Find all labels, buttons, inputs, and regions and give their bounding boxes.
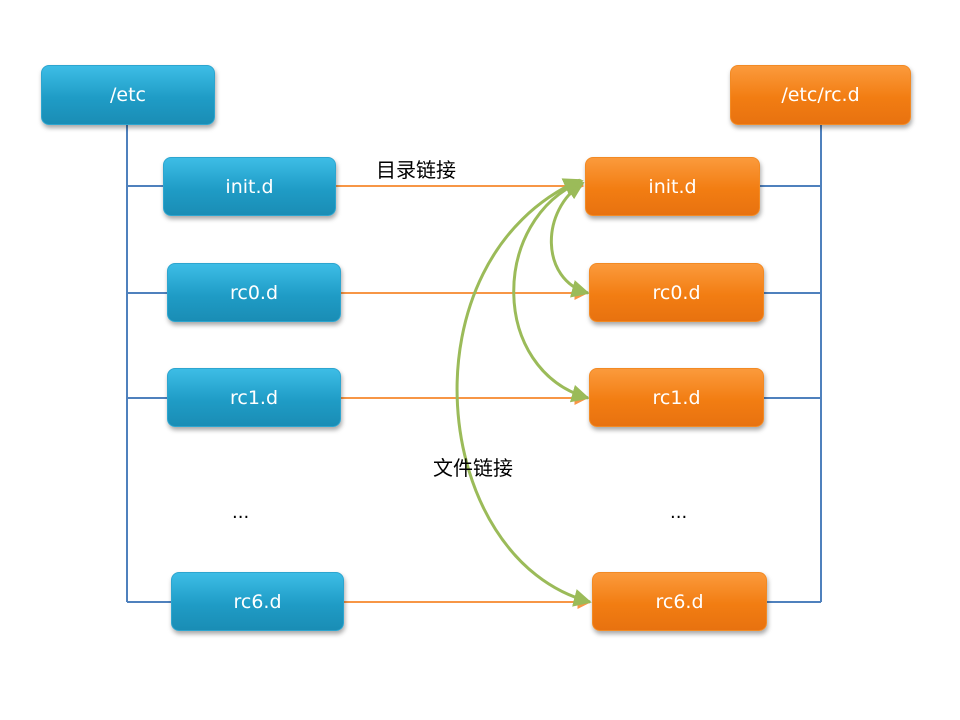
left-ellipsis: ...: [232, 502, 250, 523]
directory-link-label: 目录链接: [376, 158, 456, 182]
right-item-rc1-d[interactable]: rc1.d: [589, 368, 764, 427]
file-link-label: 文件链接: [433, 456, 513, 480]
right-root-box[interactable]: /etc/rc.d: [730, 65, 911, 125]
left-item-rc6-d[interactable]: rc6.d: [171, 572, 344, 631]
left-item-rc1-d[interactable]: rc1.d: [167, 368, 341, 427]
file-link-arc-rc0-d: [549, 181, 590, 298]
right-item-rc0-d[interactable]: rc0.d: [589, 263, 764, 322]
file-link-arc-rc1-d: [512, 179, 590, 403]
file-link-arc-rc6-d: [455, 178, 592, 607]
right-item-rc6-d[interactable]: rc6.d: [592, 572, 767, 631]
left-root-box[interactable]: /etc: [41, 65, 215, 125]
left-item-init-d[interactable]: init.d: [163, 157, 336, 216]
left-item-rc0-d[interactable]: rc0.d: [167, 263, 341, 322]
right-item-init-d[interactable]: init.d: [585, 157, 760, 216]
right-ellipsis: ...: [670, 502, 688, 523]
